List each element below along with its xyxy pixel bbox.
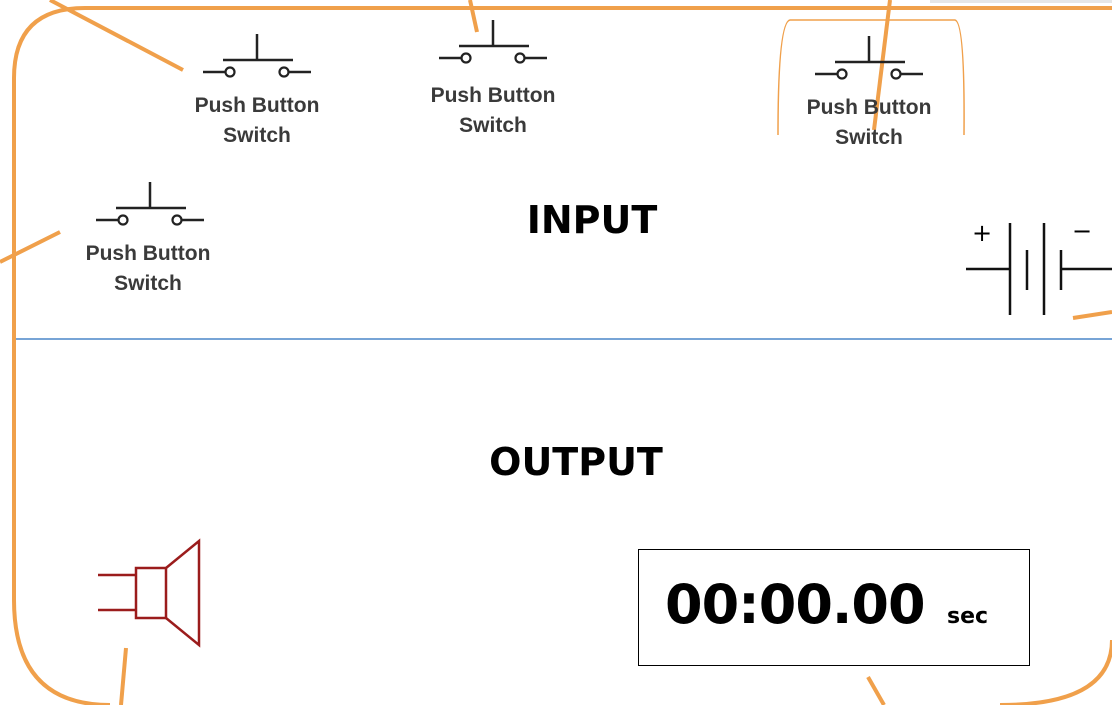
switch-label-line-1: Push Button (430, 84, 556, 107)
leader-line-speaker (119, 647, 128, 705)
timer-unit: sec (947, 604, 989, 629)
leader-line-switch-3 (872, 0, 892, 131)
battery-minus-sign: − (1072, 217, 1093, 245)
leader-line-battery (1072, 310, 1112, 320)
frame-border-bottom-right (999, 639, 1112, 705)
input-section-title: INPUT (526, 198, 658, 242)
switch-label-line-1: Push Button (194, 94, 320, 117)
push-button-switch-1[interactable]: Push Button Switch (167, 32, 347, 152)
push-button-switch-3[interactable]: Push Button Switch (779, 34, 959, 154)
output-section-title: OUTPUT (489, 440, 663, 484)
switch-label-line-1: Push Button (806, 96, 932, 119)
switch-label-line-1: Push Button (85, 242, 211, 265)
battery-icon (966, 223, 1112, 315)
frame-border (12, 6, 1112, 705)
switch-label-line-2: Switch (114, 272, 182, 295)
battery-plus-sign: + (972, 219, 993, 247)
push-button-switch-4[interactable]: Push Button Switch (58, 180, 238, 300)
push-button-switch-icon (96, 182, 204, 226)
battery[interactable]: + − (960, 215, 1112, 320)
timer-display: 00:00.00 sec (638, 549, 1030, 666)
leader-line-timer (866, 676, 886, 705)
corner-tab (930, 0, 1112, 3)
speaker-icon[interactable] (92, 535, 212, 655)
push-button-switch-icon (203, 34, 311, 78)
leader-line-switch-1 (49, 0, 184, 72)
switch-label-line-2: Switch (835, 126, 903, 149)
leader-line-switch-2 (468, 0, 479, 33)
push-button-switch-icon (439, 20, 547, 64)
switch-3-highlight (777, 19, 965, 136)
timer-value: 00:00.00 (665, 573, 926, 636)
push-button-switch-icon (815, 36, 923, 80)
switch-label-line-2: Switch (223, 124, 291, 147)
push-button-switch-2[interactable]: Push Button Switch (403, 18, 583, 138)
leader-line-switch-4 (0, 230, 61, 264)
switch-label-line-2: Switch (459, 114, 527, 137)
